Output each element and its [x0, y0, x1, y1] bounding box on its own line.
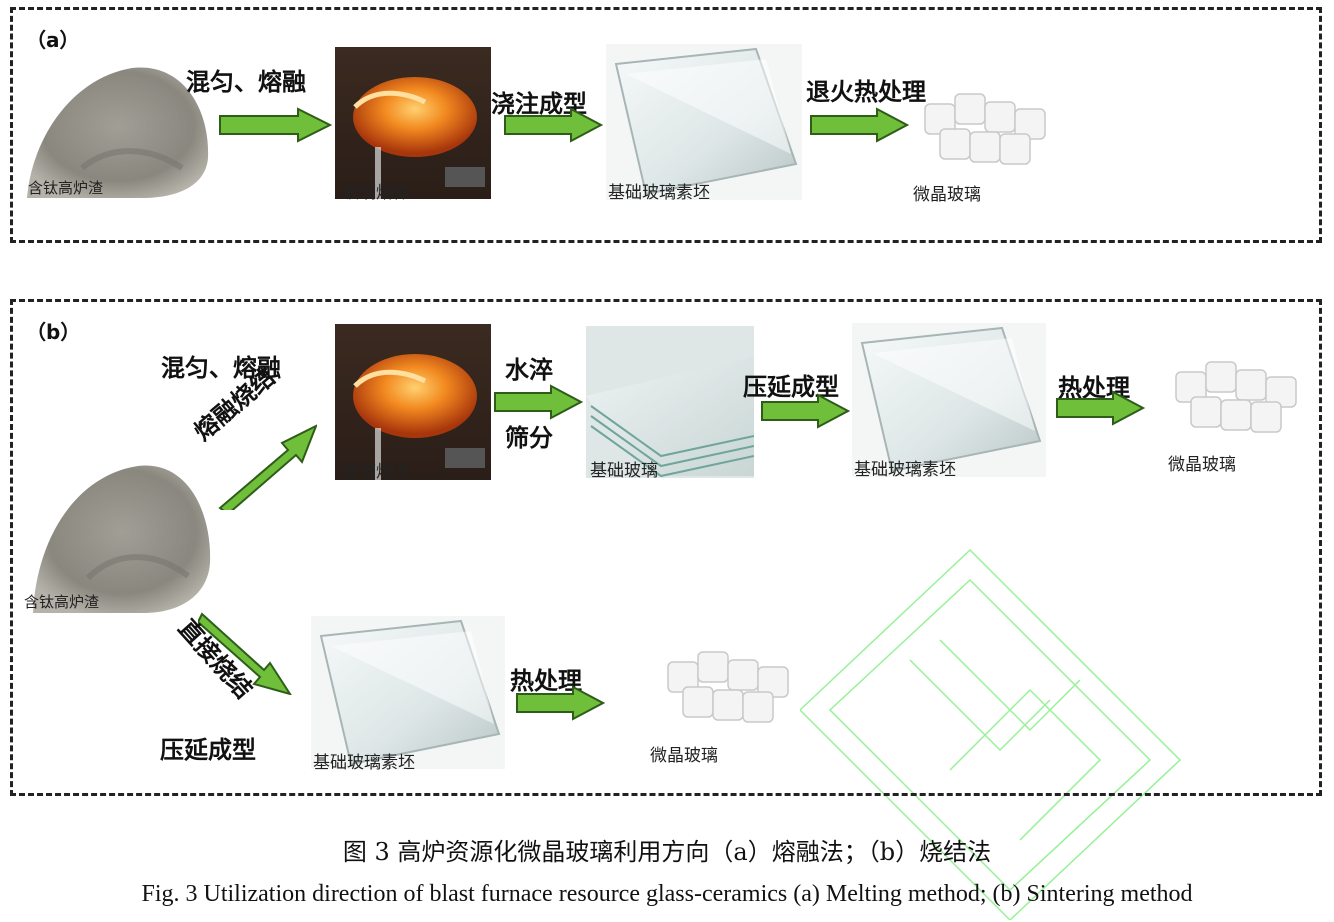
arrow-right-icon	[516, 685, 605, 721]
glass-ceramics-image	[924, 93, 1046, 165]
base-glass-blank-label: 基础玻璃素坯	[608, 183, 710, 203]
step-heat-2-label: 热处理	[510, 667, 582, 695]
base-glass-image	[586, 326, 754, 478]
arrow-up-right-icon	[218, 424, 317, 510]
step-annealing-label: 退火热处理	[806, 78, 926, 106]
arrow-down-right-icon	[198, 612, 292, 695]
figure-caption-en: Fig. 3 Utilization direction of blast fu…	[141, 881, 1193, 907]
base-glass-blank-image	[852, 323, 1046, 477]
watermark-logo	[800, 548, 1182, 920]
glass-ceramics-label: 微晶玻璃	[913, 185, 981, 205]
glass-melt-image	[335, 324, 491, 480]
glass-ceramics-image	[667, 651, 789, 723]
arrow-right-icon	[504, 107, 603, 143]
step-sieve-label: 筛分	[505, 424, 553, 452]
panel-a-label: （a）	[26, 28, 80, 52]
arrow-right-icon	[219, 107, 332, 143]
glass-melt-image	[335, 47, 491, 199]
panel-b-label: （b）	[26, 320, 81, 344]
glass-ceramics-image	[1175, 361, 1297, 433]
step-press-2-label: 压延成型	[160, 736, 256, 764]
panel-b	[10, 299, 1322, 796]
slag-powder-image	[27, 67, 209, 198]
raw-material-label: 含钛高炉渣	[24, 593, 100, 611]
arrow-right-icon	[494, 384, 583, 420]
glass-ceramics-label: 微晶玻璃	[1168, 455, 1236, 475]
base-glass-label: 基础玻璃	[590, 461, 658, 481]
panel-a	[10, 7, 1322, 243]
step-quench-label: 水淬	[505, 356, 553, 384]
figure-caption-cn: 图 3 高炉资源化微晶玻璃利用方向（a）熔融法；（b）烧结法	[342, 838, 992, 866]
glass-melt-label: 玻璃熔体	[342, 462, 410, 482]
step-mix-melt-label: 混匀、熔融	[161, 354, 281, 382]
slag-powder-image	[33, 465, 211, 613]
arrow-right-icon	[810, 107, 909, 143]
base-glass-blank-image	[311, 616, 505, 769]
arrow-right-icon	[1056, 390, 1145, 426]
step-mix-melt-label: 混匀、熔融	[186, 68, 306, 96]
base-glass-blank-image	[606, 44, 802, 200]
raw-material-label: 含钛高炉渣	[28, 179, 104, 197]
glass-melt-label: 玻璃熔体	[342, 183, 410, 203]
glass-ceramics-label: 微晶玻璃	[650, 746, 718, 766]
arrow-right-icon	[761, 393, 850, 429]
base-glass-blank-label: 基础玻璃素坯	[854, 460, 956, 480]
base-glass-blank-label: 基础玻璃素坯	[313, 753, 415, 773]
step-press-label: 压延成型	[743, 373, 839, 401]
